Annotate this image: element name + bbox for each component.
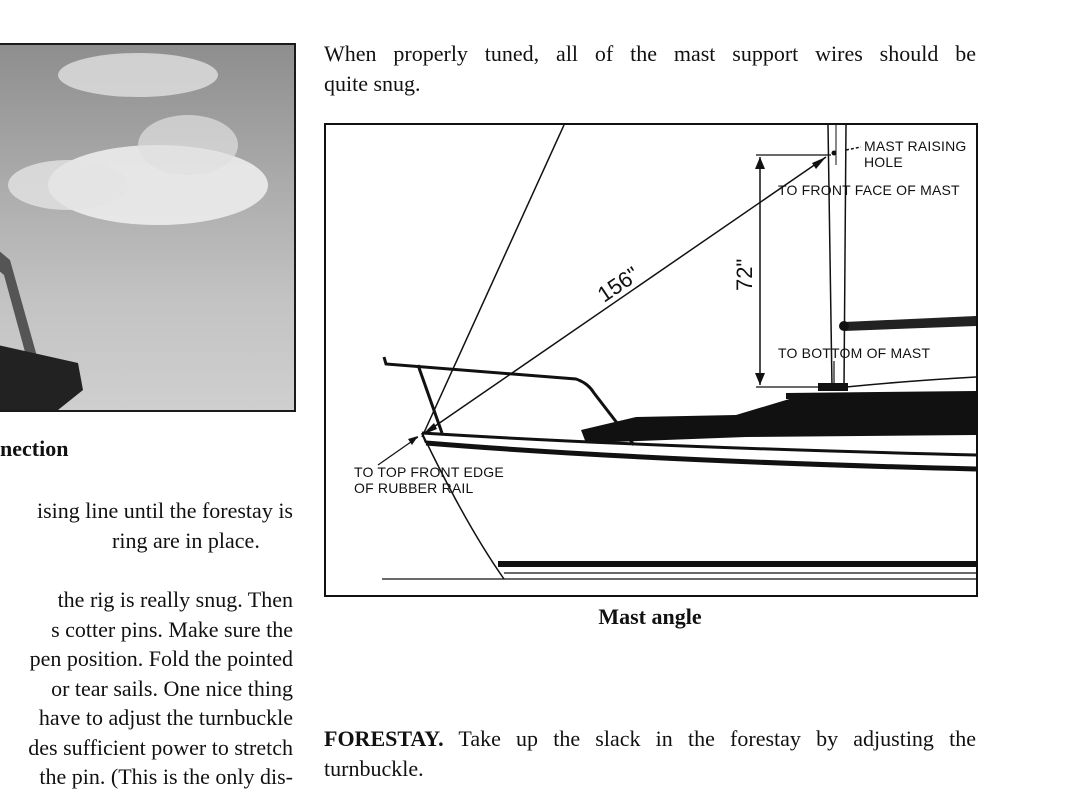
left-paragraph-2: the rig is really snug. Then s cotter pi…	[0, 585, 293, 792]
forestay-text: Take up the slack in the forestay by adj…	[458, 726, 976, 751]
label-mast-raising-hole-2: HOLE	[864, 154, 903, 170]
label-mast-raising-hole: MAST RAISING	[864, 138, 967, 154]
left-paragraph-1: ising line until the forestay is ring ar…	[0, 496, 293, 555]
text-line: the pin. (This is the only dis-	[39, 764, 293, 789]
label-rubber-rail-2: OF RUBBER RAIL	[354, 480, 474, 496]
text-line: pen position. Fold the pointed	[29, 646, 293, 671]
dimension-72: 72"	[732, 259, 757, 291]
label-rubber-rail: TO TOP FRONT EDGE	[354, 464, 504, 480]
text-line: turnbuckle.	[324, 755, 424, 781]
text-line: have to adjust the turnbuckle	[38, 705, 293, 730]
mast-angle-diagram: MAST RAISING HOLE TO FRONT FACE OF MAST …	[324, 123, 978, 597]
text-line: ising line until the forestay is	[36, 498, 293, 523]
figure-caption: Mast angle	[598, 604, 702, 629]
forestay-term: FORESTAY.	[324, 726, 444, 751]
diagram-drawing: MAST RAISING HOLE TO FRONT FACE OF MAST …	[354, 125, 976, 580]
photo-illustration	[0, 53, 268, 410]
intro-paragraph: When properly tuned, all of the mast sup…	[324, 39, 976, 98]
text-line: or tear sails. One nice thing	[51, 675, 293, 701]
text-line: FORESTAY. Take up the slack in the fores…	[324, 724, 976, 754]
label-front-face: TO FRONT FACE OF MAST	[778, 182, 960, 198]
text-line: When properly tuned, all of the mast sup…	[324, 41, 976, 66]
text-line: quite snug.	[324, 70, 421, 96]
text-line: s cotter pins. Make sure the	[51, 616, 293, 642]
forestay-paragraph: FORESTAY. Take up the slack in the fores…	[324, 724, 976, 783]
left-figure-caption: nection	[0, 436, 69, 461]
label-bottom-of-mast: TO BOTTOM OF MAST	[778, 345, 930, 361]
text-line: the rig is really snug. Then	[57, 587, 293, 612]
text-line: des sufficient power to stretch	[28, 734, 293, 760]
boat-photo	[0, 43, 296, 412]
text-line: ring are in place.	[112, 527, 260, 553]
